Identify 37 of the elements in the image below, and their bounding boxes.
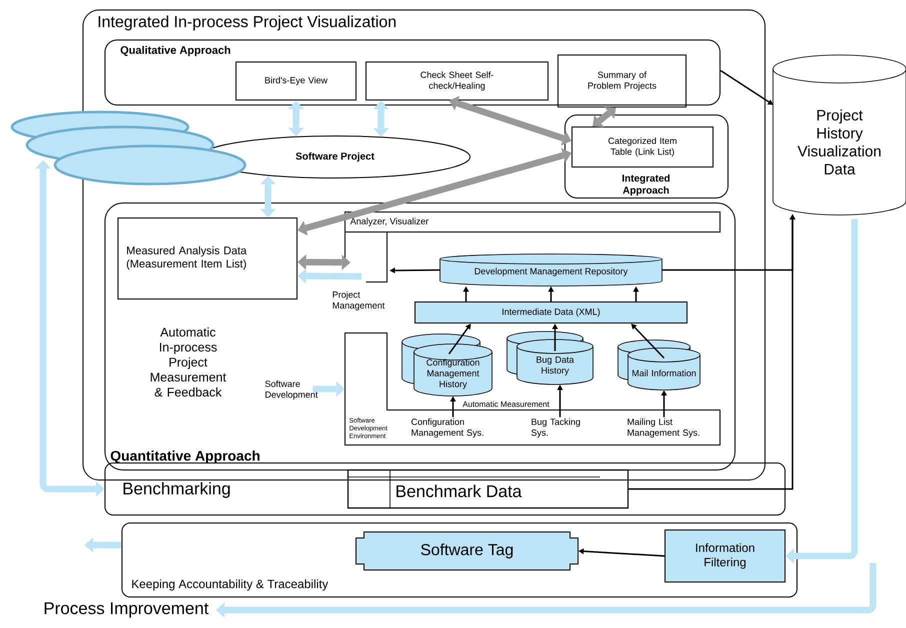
tool-frame: Analyzer, Visualizer xyxy=(344,212,720,268)
block-arrow xyxy=(298,254,350,270)
table-box: Categorized Item Table (Link List) xyxy=(572,126,714,168)
block-arrow xyxy=(216,563,876,618)
block-arrow xyxy=(35,160,104,497)
filter-box: Information Filtering xyxy=(664,530,786,582)
node-label: Project History Visualization Data xyxy=(798,109,880,174)
database-cylinder: Bug Data History xyxy=(506,331,594,385)
system-label: Mailing List Management Sys. xyxy=(628,418,700,438)
block-arrow xyxy=(298,268,362,284)
system-label: Configuration Management Sys. xyxy=(411,418,484,438)
view-box: Summary of Problem Projects xyxy=(558,54,686,108)
process-label: Process Improvement xyxy=(44,602,208,618)
data-box: Measured Analysis Data (Measurement Item List) xyxy=(118,218,298,300)
database-cylinder: Configuration Management History xyxy=(402,334,492,396)
database-cylinder: Project History Visualization Data xyxy=(772,54,906,216)
edge-label: Project Management xyxy=(332,291,385,310)
block-arrow xyxy=(786,219,858,564)
system-label: Bug Tacking Sys. xyxy=(531,418,580,438)
block-arrow xyxy=(260,176,276,218)
view-box: Check Sheet Self-check/Healing xyxy=(366,62,548,100)
table-box: Benchmark Data xyxy=(347,469,629,509)
block-arrow xyxy=(592,106,616,128)
block-arrow xyxy=(84,537,122,553)
view-box: Bird's-Eye View xyxy=(236,62,356,100)
repository-cylinder: Development Management Repository xyxy=(440,254,662,286)
block-arrow xyxy=(298,148,572,236)
block-arrow xyxy=(373,100,389,137)
project-ellipses xyxy=(10,110,246,186)
annotation-label: Automatic Measurement xyxy=(462,401,550,407)
edge-label: Software Development xyxy=(265,380,318,400)
block-arrow xyxy=(312,381,345,397)
database-cylinder: Mail Information xyxy=(618,340,700,390)
data-bar: Intermediate Data (XML) xyxy=(414,302,688,324)
arrow xyxy=(631,324,665,359)
block-arrow xyxy=(449,96,572,146)
block-arrow xyxy=(288,100,304,136)
